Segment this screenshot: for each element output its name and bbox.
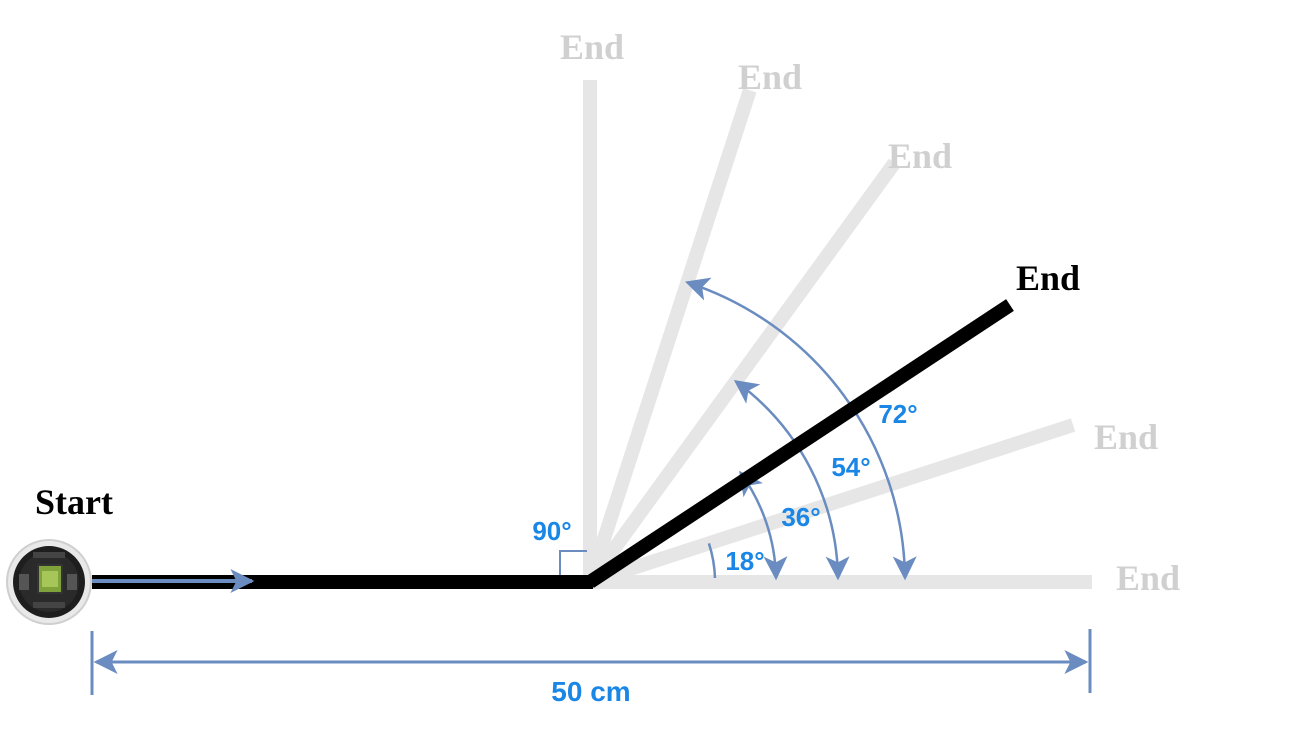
end-label-36: End <box>1016 258 1080 298</box>
end-label-90: End <box>560 27 624 67</box>
angle-label-18: 18° <box>725 546 764 576</box>
angle-labels: 18° 36° 54° 72° 90° <box>532 399 917 576</box>
angle-arc-72 <box>685 277 917 581</box>
robot-icon <box>6 539 92 625</box>
inactive-path-18 <box>587 418 1076 589</box>
active-branch-path <box>586 299 1014 588</box>
right-angle-marker <box>559 550 587 578</box>
angle-label-36: 36° <box>781 502 820 532</box>
angle-label-90: 90° <box>532 516 571 546</box>
angle-label-72: 72° <box>878 399 917 429</box>
inactive-path-54 <box>584 158 901 587</box>
angle-label-54: 54° <box>831 452 870 482</box>
end-label-72: End <box>738 57 802 97</box>
end-label-18: End <box>1094 417 1158 457</box>
inactive-paths <box>583 80 1092 589</box>
start-label: Start <box>35 482 113 522</box>
end-label-54: End <box>888 136 952 176</box>
end-label-0: End <box>1116 558 1180 598</box>
inactive-path-72 <box>583 88 757 585</box>
dimension-label: 50 cm <box>551 676 630 707</box>
